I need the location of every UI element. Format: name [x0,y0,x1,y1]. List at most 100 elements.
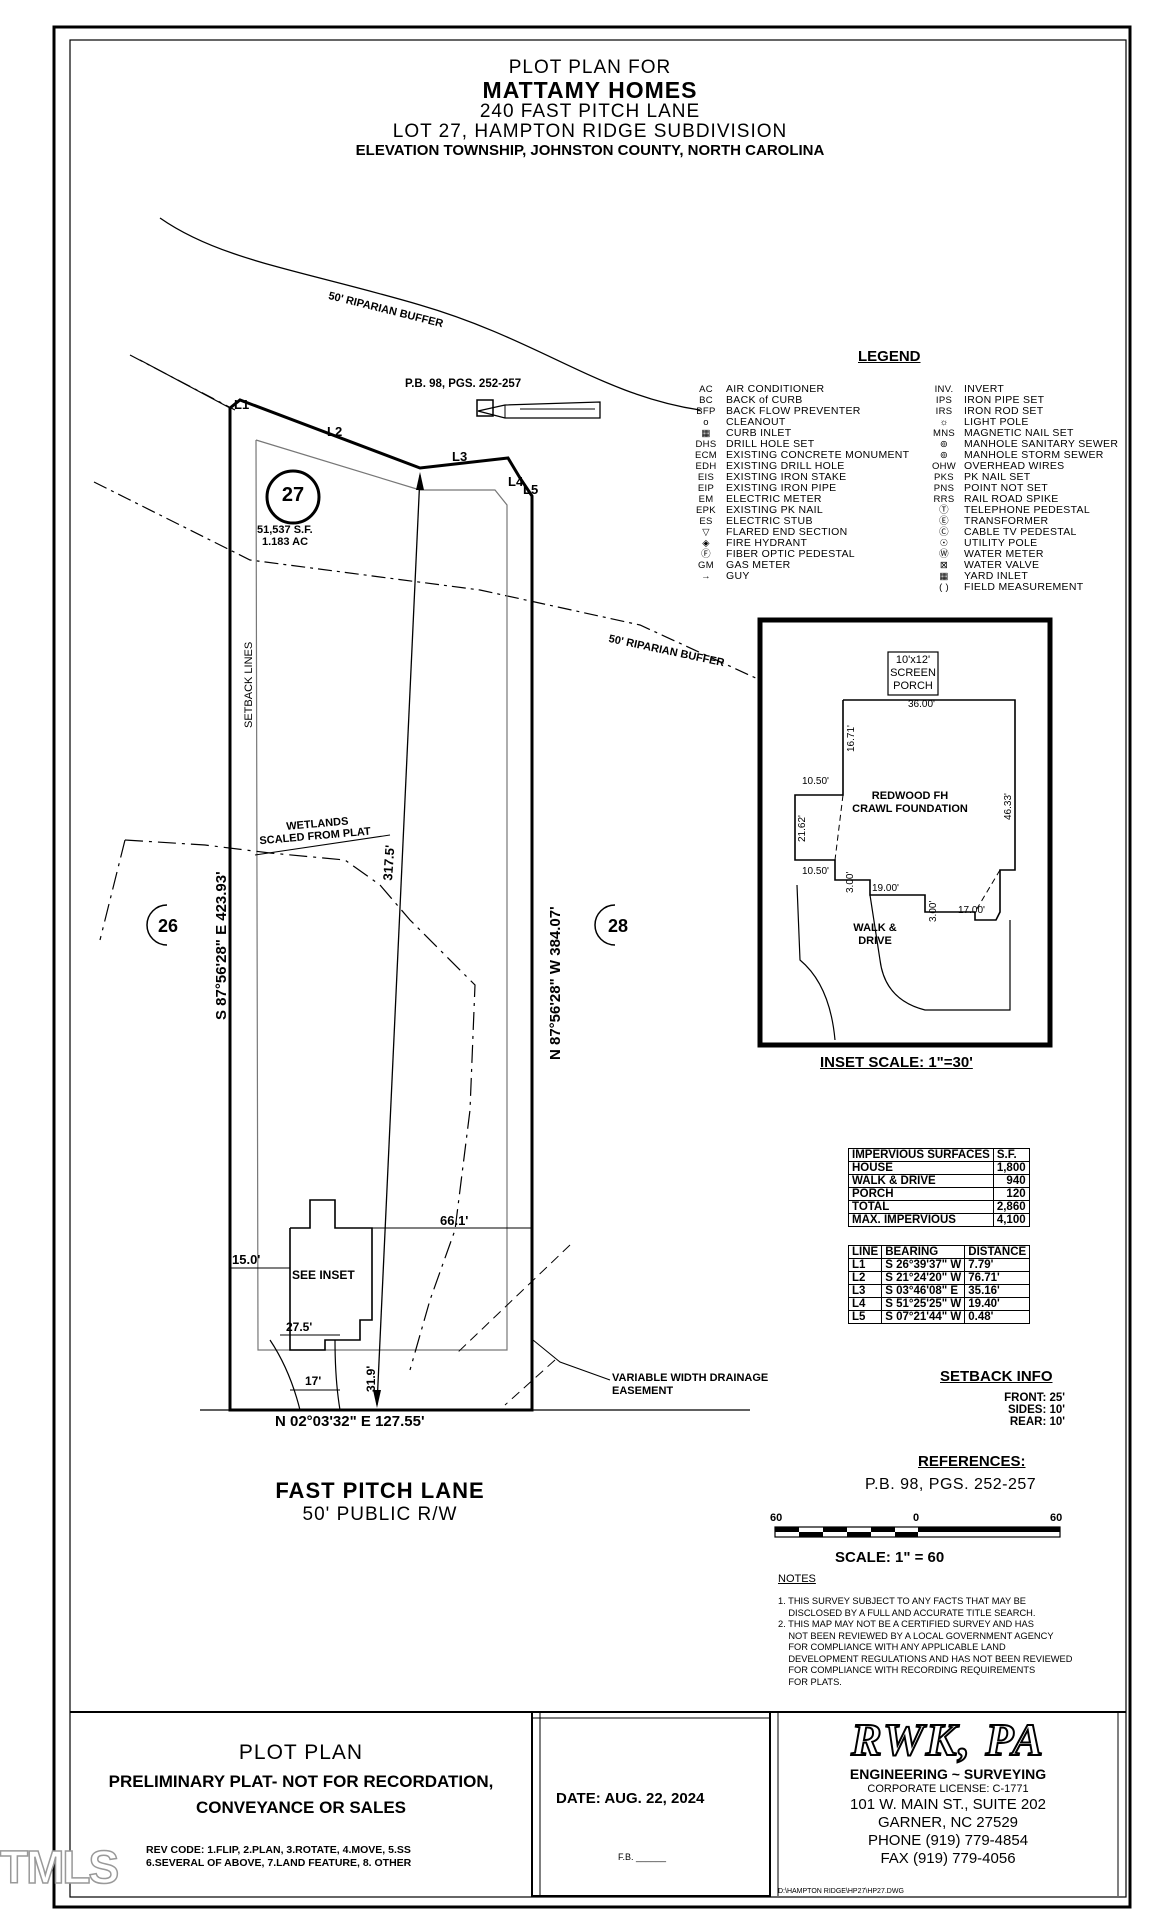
dimension-17: 17' [305,1374,322,1388]
street-label: FAST PITCH LANE 50' PUBLIC R/W [230,1478,530,1526]
legend-abbr: EIS [697,472,715,483]
table-cell: 35.16' [964,1284,1031,1298]
inset-dim-3b: 3.00' [928,900,939,922]
table-cell: 940 [992,1174,1030,1188]
table-header-cell: IMPERVIOUS SURFACES [848,1148,994,1162]
lot-27-circle [265,469,321,525]
legend-abbr: DHS [695,439,717,450]
legend-text: YARD INLET [964,570,1029,582]
table-cell: S 21°24'20" W [881,1271,966,1285]
legend-abbr: Ⓒ [939,527,949,538]
legend-abbr: AC [699,384,713,395]
company-phone: PHONE (919) 779-4854 [867,1832,1029,1849]
legend-text: TRANSFORMER [964,515,1049,527]
table-cell: S 26°39'37" W [881,1258,966,1272]
legend-item: ☉UTILITY POLE [928,537,1128,550]
legend-text: EXISTING DRILL HOLE [726,460,845,472]
drainage-easement-line-1: VARIABLE WIDTH DRAINAGE [612,1372,769,1384]
table-cell: MAX. IMPERVIOUS [848,1213,994,1227]
mls-watermark: TMLS [0,1840,120,1894]
inset-house-label: REDWOOD FH CRAWL FOUNDATION [840,790,980,816]
lot-area-sf: 51,537 S.F. [257,524,313,536]
table-header-cell: S.F. [992,1148,1030,1162]
company-license: CORPORATE LICENSE: C-1771 [867,1783,1029,1795]
legend-text: PK NAIL SET [964,471,1031,483]
legend-abbr: PKS [934,472,954,483]
inset-house-line-1: REDWOOD FH [871,790,949,802]
legend-text: MANHOLE SANITARY SEWER [964,438,1119,450]
dimension-15: 15.0' [232,1252,261,1267]
legend-text: FIBER OPTIC PEDESTAL [726,548,855,560]
setback-info-title: SETBACK INFO [940,1368,1053,1385]
see-inset-label: SEE INSET [292,1268,355,1282]
drainage-easement-line-2: EASEMENT [612,1385,674,1397]
east-line-bearing: N 87°56'28" W 384.07' [547,906,564,1060]
header-line-1: PLOT PLAN FOR [508,57,672,78]
legend-item: ⊚MANHOLE STORM SEWER [928,450,1128,462]
inset-dim-10b: 10.50' [802,866,829,877]
inset-dim-17: 17.00' [958,905,985,916]
setback-rear: REAR: 10' [1009,1416,1065,1428]
legend-text: WATER METER [964,548,1044,560]
line-label-l2: L2 [327,424,343,439]
legend-text: FLARED END SECTION [726,526,848,538]
diagonal-distance: 317.5' [380,844,398,882]
legend-text: EXISTING IRON PIPE [726,482,837,494]
legend-text: POINT NOT SET [964,482,1049,494]
header-line-4: LOT 27, HAMPTON RIDGE SUBDIVISION [392,121,788,142]
note-line: FOR COMPLIANCE WITH ANY APPLICABLE LAND [778,1642,1006,1652]
legend-text: UTILITY POLE [964,537,1038,549]
table-cell: 120 [992,1187,1030,1201]
legend-text: EXISTING IRON STAKE [726,471,847,483]
legend-abbr: ▦ [701,428,711,439]
drainage-easement-label: VARIABLE WIDTH DRAINAGE EASEMENT [612,1372,768,1398]
header-line-2: MATTAMY HOMES [482,77,698,103]
company-address: 101 W. MAIN ST., SUITE 202 [850,1796,1046,1813]
south-line-bearing: N 02°03'32" E 127.55' [275,1413,425,1430]
rev-code-line-2: 6.SEVERAL OF ABOVE, 7.LAND FEATURE, 8. O… [146,1857,412,1869]
neighbor-lot-26: 26 [158,916,179,936]
inset-dim-10a: 10.50' [802,776,829,787]
company-city: GARNER, NC 27529 [877,1814,1019,1831]
table-cell: S 07°21'44" W [881,1310,966,1324]
inset-walk-label: WALK & DRIVE [845,922,905,948]
notes-title: NOTES [778,1573,816,1585]
legend-abbr: PNS [933,483,955,494]
legend-abbr: ☼ [939,417,949,428]
legend-item: PNS POINT NOT SET [928,482,1128,495]
line-label-l5: L5 [523,482,539,497]
table-cell: 1,800 [992,1161,1030,1175]
table-cell: L4 [847,1297,883,1311]
legend-abbr: EPK [696,505,716,516]
legend-text: CABLE TV PEDESTAL [964,526,1077,538]
scale-tick-mid: 0 [913,1512,920,1524]
company-engineering: ENGINEERING ~ SURVEYING [849,1766,1047,1782]
inset-house-line-2: CRAWL FOUNDATION [852,803,968,815]
legend-text: ELECTRIC STUB [726,515,813,527]
riparian-line-top [159,217,701,411]
note-line: FOR COMPLIANCE WITH RECORDING REQUIREMEN… [778,1665,1036,1675]
legend-item: ▦YARD INLET [928,570,1128,583]
legend-item: INV.INVERT [928,384,1128,396]
table-cell: 0.48' [964,1310,1031,1324]
table-cell: S 51°25'25" W [881,1297,966,1311]
outer-frame [52,25,1132,1909]
legend-text: GAS METER [726,559,791,571]
legend-abbr: EM [698,494,714,505]
legend-text: EXISTING CONCRETE MONUMENT [726,449,910,461]
